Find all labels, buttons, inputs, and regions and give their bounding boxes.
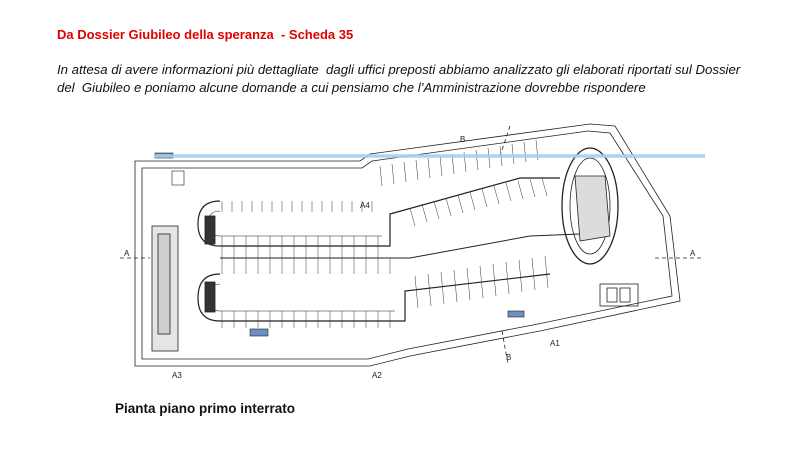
section-label-a1: A1 xyxy=(550,339,560,348)
section-label-a-left: A xyxy=(124,249,130,258)
intro-line-2: del Giubileo e poniamo alcune domande a … xyxy=(57,80,646,95)
section-label-a-right: A xyxy=(690,249,696,258)
intro-line-1: In attesa di avere informazioni più dett… xyxy=(57,62,741,77)
floor-plan-drawing: A A B B A1 A2 A3 A4 xyxy=(120,123,705,380)
section-label-b-top: B xyxy=(460,135,465,144)
section-label-a4: A4 xyxy=(360,201,370,210)
section-label-a2: A2 xyxy=(372,371,382,380)
section-label-b-bottom: B xyxy=(506,353,511,362)
intro-paragraph: In attesa di avere informazioni più dett… xyxy=(57,61,777,97)
plan-caption: Pianta piano primo interrato xyxy=(115,401,296,416)
section-label-a3: A3 xyxy=(172,371,182,380)
slide-title: Da Dossier Giubileo della speranza - Sch… xyxy=(57,27,354,42)
